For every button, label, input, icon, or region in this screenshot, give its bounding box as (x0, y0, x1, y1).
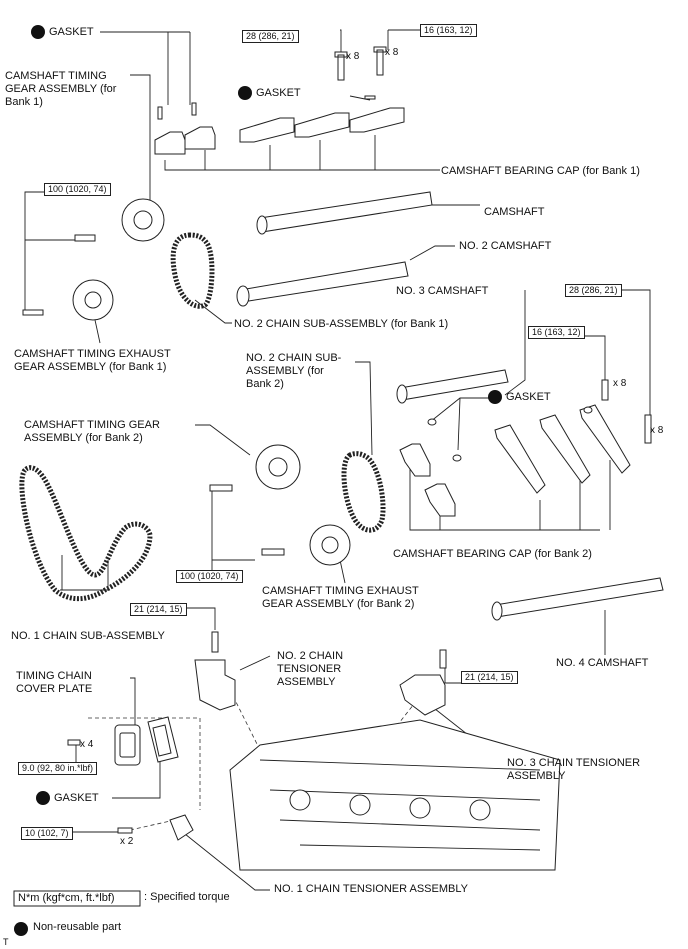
quantity-x4: x 4 (80, 739, 94, 750)
torque-box-21-right: 21 (214, 15) (461, 671, 518, 684)
nonreusable-dot-gasket-bank2 (488, 390, 502, 404)
quantity-x8-c: x 8 (613, 378, 627, 389)
label-no2-chain-b1: NO. 2 CHAIN SUB-ASSEMBLY (for Bank 1) (234, 318, 449, 330)
label-cam-bearing-cap-b2: CAMSHAFT BEARING CAP (for Bank 2) (393, 548, 592, 560)
label-gasket-top: GASKET (49, 26, 94, 38)
label-timing-cover-plate: TIMING CHAIN COVER PLATE (16, 670, 93, 695)
label-cam-timing-gear-b2: CAMSHAFT TIMING GEAR ASSEMBLY (for Bank … (24, 419, 160, 444)
label-cam-timing-gear-b1: CAMSHAFT TIMING GEAR ASSEMBLY (for Bank … (5, 70, 117, 108)
label-gasket-mid: GASKET (256, 87, 301, 99)
nonreusable-dot-legend (14, 922, 28, 936)
gear-shapes (22, 198, 351, 566)
label-no2-chain-b2: NO. 2 CHAIN SUB- ASSEMBLY (for Bank 2) (246, 352, 342, 390)
label-no3-camshaft: NO. 3 CAMSHAFT (396, 285, 489, 297)
chain-shapes (19, 232, 386, 602)
label-cam-exhaust-gear-b1: CAMSHAFT TIMING EXHAUST GEAR ASSEMBLY (f… (14, 348, 171, 373)
nonreusable-dot-gasket-cover (36, 791, 50, 805)
label-camshaft: CAMSHAFT (484, 206, 545, 218)
label-cam-bearing-cap-b1: CAMSHAFT BEARING CAP (for Bank 1) (441, 165, 640, 177)
label-no3-tensioner: NO. 3 CHAIN TENSIONER ASSEMBLY (507, 757, 641, 782)
torque-box-100-b2: 100 (1020, 74) (176, 570, 243, 583)
tensioner-shapes (67, 631, 447, 841)
label-gasket-bank2: GASKET (506, 391, 551, 403)
torque-box-10: 10 (102, 7) (21, 827, 73, 840)
torque-box-100-b1: 100 (1020, 74) (44, 183, 111, 196)
label-cam-exhaust-gear-b2: CAMSHAFT TIMING EXHAUST GEAR ASSEMBLY (f… (262, 585, 419, 610)
torque-box-21-left: 21 (214, 15) (130, 603, 187, 616)
torque-box-9: 9.0 (92, 80 in.*lbf) (18, 762, 98, 775)
quantity-x2: x 2 (120, 836, 134, 847)
camshaft-shapes (236, 191, 664, 621)
bearing-caps-bank1 (154, 46, 405, 155)
torque-box-28-right: 28 (286, 21) (565, 284, 622, 297)
label-no2-camshaft: NO. 2 CAMSHAFT (459, 240, 552, 252)
label-no2-tensioner: NO. 2 CHAIN TENSIONER ASSEMBLY (277, 650, 344, 688)
label-no1-tensioner: NO. 1 CHAIN TENSIONER ASSEMBLY (274, 883, 468, 895)
quantity-x8-d: x 8 (650, 425, 664, 436)
bearing-caps-bank2 (399, 379, 652, 517)
torque-box-16-right: 16 (163, 12) (528, 326, 585, 339)
legend-nonreusable: Non-reusable part (33, 921, 122, 933)
label-gasket-cover: GASKET (54, 792, 99, 804)
torque-box-16-top: 16 (163, 12) (420, 24, 477, 37)
nonreusable-dot-gasket-mid (238, 86, 252, 100)
legend-torque-unit: N*m (kgf*cm, ft.*lbf) (18, 892, 115, 904)
torque-box-28-top: 28 (286, 21) (242, 30, 299, 43)
quantity-x8-a: x 8 (346, 51, 360, 62)
legend-torque-box (13, 890, 141, 907)
label-no1-chain: NO. 1 CHAIN SUB-ASSEMBLY (11, 630, 165, 642)
label-no4-camshaft: NO. 4 CAMSHAFT (556, 657, 649, 669)
cylinder-head (229, 719, 561, 871)
legend-torque-desc: : Specified torque (144, 891, 230, 903)
corner-mark: T (3, 937, 9, 947)
quantity-x8-b: x 8 (385, 47, 399, 58)
nonreusable-dot-gasket-top (31, 25, 45, 39)
